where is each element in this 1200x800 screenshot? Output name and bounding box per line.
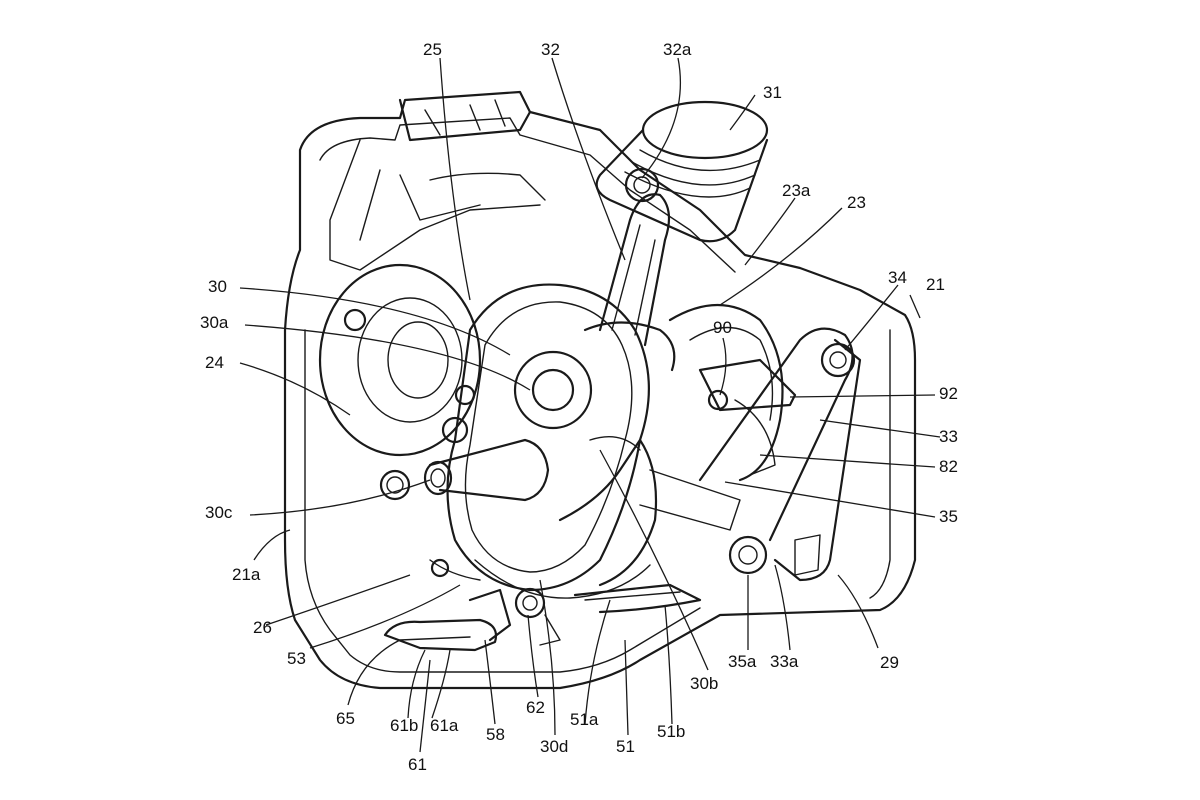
label-32a: 32a (663, 40, 692, 59)
label-30d: 30d (540, 737, 568, 756)
label-35a: 35a (728, 652, 757, 671)
label-61a: 61a (430, 716, 459, 735)
upper-block (329, 98, 546, 271)
label-24: 24 (205, 353, 224, 372)
label-58: 58 (486, 725, 505, 744)
link-lever-assembly (639, 327, 862, 582)
label-29: 29 (880, 653, 899, 672)
label-32: 32 (541, 40, 560, 59)
balancer-assembly (668, 304, 797, 482)
label-61b: 61b (390, 716, 418, 735)
label-35: 35 (939, 507, 958, 526)
label-51a: 51a (570, 710, 599, 729)
label-92: 92 (939, 384, 958, 403)
label-21a: 21a (232, 565, 261, 584)
leader-lines (239, 57, 941, 753)
label-30c: 30c (205, 503, 233, 522)
bearing-boss (318, 263, 482, 578)
lower-oil-assembly (383, 559, 702, 652)
label-51b: 51b (657, 722, 685, 741)
label-30b: 30b (690, 674, 718, 693)
label-65: 65 (336, 709, 355, 728)
label-26: 26 (253, 618, 272, 637)
label-23: 23 (847, 193, 866, 212)
label-82: 82 (939, 457, 958, 476)
connecting-rod (583, 167, 676, 372)
label-30: 30 (208, 277, 227, 296)
label-53: 53 (287, 649, 306, 668)
label-62: 62 (526, 698, 545, 717)
crankcase-housing (283, 90, 917, 690)
label-33: 33 (939, 427, 958, 446)
label-61: 61 (408, 755, 427, 774)
label-25: 25 (423, 40, 442, 59)
label-34: 34 (888, 268, 907, 287)
label-31: 31 (763, 83, 782, 102)
label-90: 90 (713, 318, 732, 337)
label-23a: 23a (782, 181, 811, 200)
label-21: 21 (926, 275, 945, 294)
label-33a: 33a (770, 652, 799, 671)
piston (595, 100, 769, 243)
reference-labels: 25 32 32a 31 23a 23 34 21 30 30a 90 24 9… (200, 40, 958, 774)
label-51: 51 (616, 737, 635, 756)
crankshaft (423, 283, 658, 599)
label-30a: 30a (200, 313, 229, 332)
